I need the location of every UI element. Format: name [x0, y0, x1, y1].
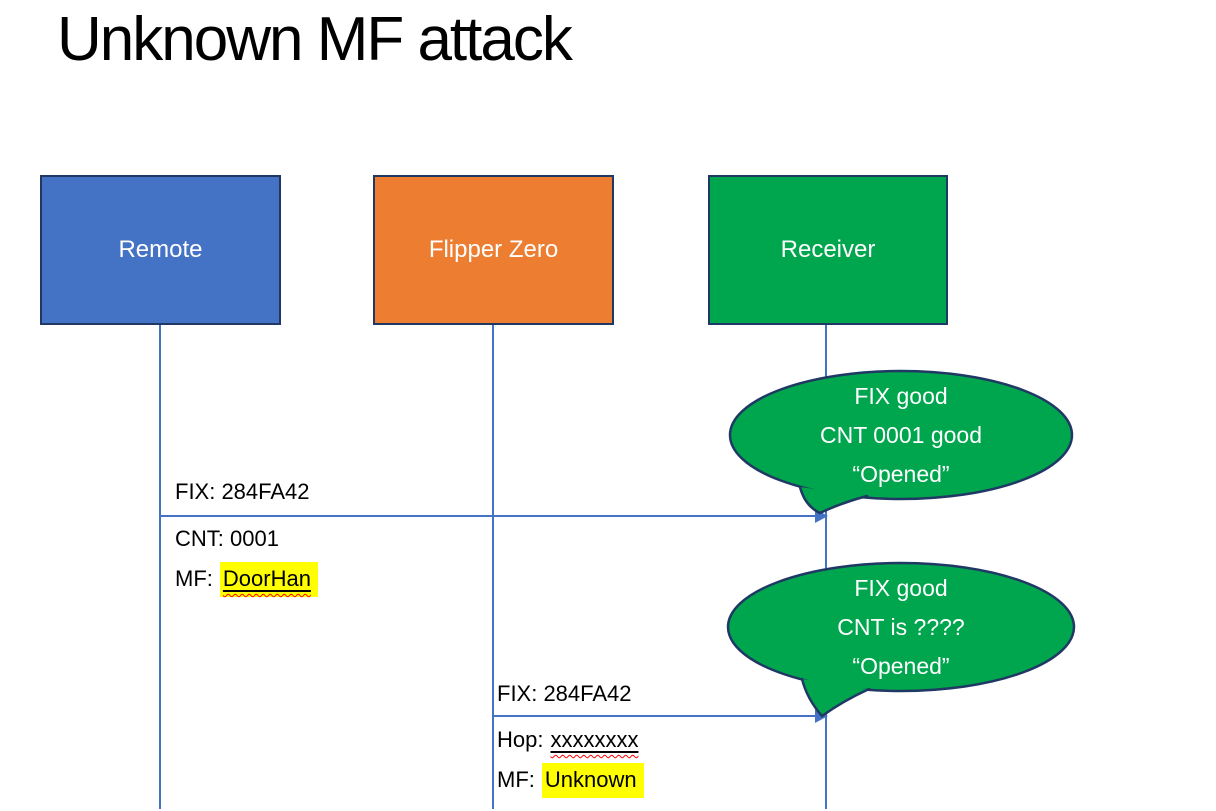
lifeline-remote: [159, 325, 161, 809]
message2-mf-value: Unknown: [544, 767, 637, 792]
message2-hop-label: Hop:: [497, 727, 544, 752]
message2-fix-text: FIX: 284FA42: [497, 681, 632, 706]
callout-1-text: FIX good CNT 0001 good “Opened”: [730, 371, 1072, 499]
callout-2-text: FIX good CNT is ???? “Opened”: [728, 563, 1074, 691]
message1-mf-label: MF:: [175, 566, 213, 591]
callout-2-line-3: “Opened”: [852, 652, 950, 679]
message2-hop-text: Hop:xxxxxxxx: [497, 720, 644, 760]
callout-1-line-1: FIX good: [854, 382, 948, 409]
page-title: Unknown MF attack: [57, 5, 573, 74]
message2-hop-value: xxxxxxxx: [550, 727, 639, 752]
message2-mf-text: MF: Unknown: [497, 760, 644, 800]
message1-cnt-text: CNT: 0001: [175, 526, 279, 551]
callout-bubble-1: [728, 369, 1074, 515]
callout-bubble-2: [726, 561, 1076, 718]
actor-box-receiver: Receiver: [708, 175, 948, 325]
callout-1-line-2: CNT 0001 good: [820, 421, 982, 448]
message2-details: Hop:xxxxxxxx MF: Unknown: [497, 720, 644, 800]
message2-arrow: [493, 715, 818, 717]
message1-details: CNT: 0001 MF: DoorHan: [175, 519, 318, 599]
message1-mf-text: MF: DoorHan: [175, 559, 318, 599]
message1-mf-value: DoorHan: [222, 566, 311, 591]
lifeline-flipper-zero: [492, 325, 494, 809]
actor-label-receiver: Receiver: [780, 236, 876, 263]
actor-box-flipper-zero: Flipper Zero: [373, 175, 614, 325]
actor-box-remote: Remote: [40, 175, 281, 325]
lifeline-receiver: [825, 325, 827, 809]
actor-label-flipper-zero: Flipper Zero: [428, 236, 559, 263]
actor-label-remote: Remote: [118, 236, 203, 263]
message1-arrow: [160, 515, 818, 517]
message2-mf-label: MF:: [497, 767, 535, 792]
callout-2-line-1: FIX good: [854, 574, 948, 601]
callout-1-line-3: “Opened”: [852, 460, 950, 487]
callout-2-line-2: CNT is ????: [837, 613, 965, 640]
message1-fix-text: FIX: 284FA42: [175, 479, 310, 504]
